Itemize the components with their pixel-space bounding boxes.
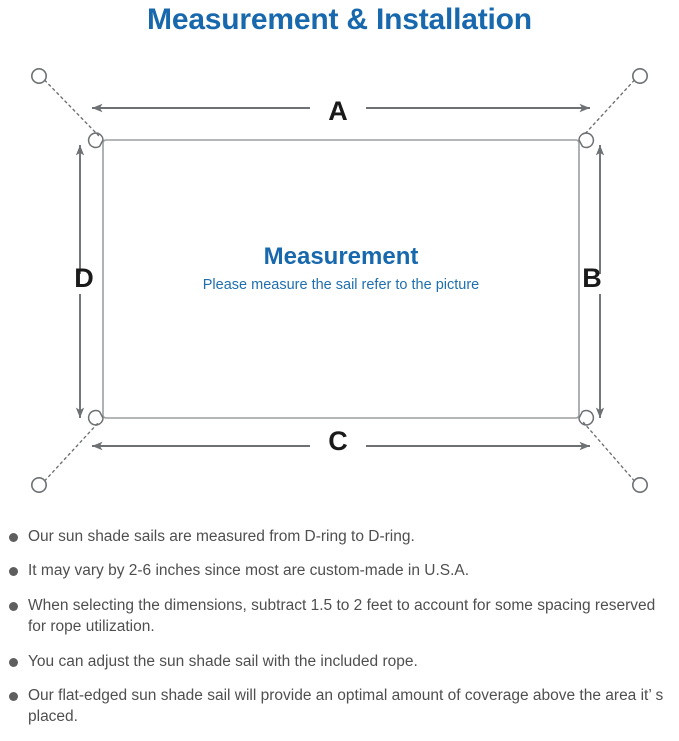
bullet-icon <box>9 691 18 701</box>
note-text: When selecting the dimensions, subtract … <box>28 596 656 636</box>
notes-list: Our sun shade sails are measured from D-… <box>9 526 674 741</box>
bullet-icon <box>9 567 18 577</box>
anchor-point-top-right <box>631 67 648 84</box>
page-title: Measurement & Installation <box>147 3 532 36</box>
d-ring-bottom-right <box>578 409 595 426</box>
dimension-label-b: B <box>582 263 602 293</box>
rope-line-bottom-left <box>44 421 100 482</box>
d-ring-top-right <box>578 132 595 149</box>
rope-line-top-left <box>44 79 100 137</box>
list-item: Our flat-edged sun shade sail will provi… <box>9 685 674 728</box>
note-text: You can adjust the sun shade sail with t… <box>28 652 418 670</box>
bullet-icon <box>9 657 18 667</box>
rope-line-top-right <box>582 79 635 137</box>
list-item: It may vary by 2-6 inches since most are… <box>9 560 674 581</box>
anchor-point-bottom-right <box>631 476 648 493</box>
sail-rectangle <box>102 139 580 419</box>
measurement-diagram <box>30 67 648 493</box>
sail-measurement-label: Measurement <box>263 243 419 270</box>
bullet-icon <box>9 601 18 611</box>
dimension-label-c: C <box>328 426 348 456</box>
note-text: It may vary by 2-6 inches since most are… <box>28 562 470 580</box>
d-ring-bottom-left <box>87 409 104 426</box>
note-text: Our flat-edged sun shade sail will provi… <box>28 686 664 726</box>
anchor-point-top-left <box>30 67 47 84</box>
note-text: Our sun shade sails are measured from D-… <box>28 528 415 545</box>
list-item: You can adjust the sun shade sail with t… <box>9 651 674 672</box>
bullet-icon <box>9 533 18 542</box>
list-item: When selecting the dimensions, subtract … <box>9 595 674 638</box>
sail-measurement-sublabel: Please measure the sail refer to the pic… <box>202 277 480 293</box>
d-ring-top-left <box>87 132 104 149</box>
rope-line-bottom-right <box>582 421 635 482</box>
dimension-label-a: A <box>328 96 348 126</box>
anchor-point-bottom-left <box>30 476 47 493</box>
dimension-label-d: D <box>74 263 94 293</box>
list-item: Our sun shade sails are measured from D-… <box>9 526 674 547</box>
